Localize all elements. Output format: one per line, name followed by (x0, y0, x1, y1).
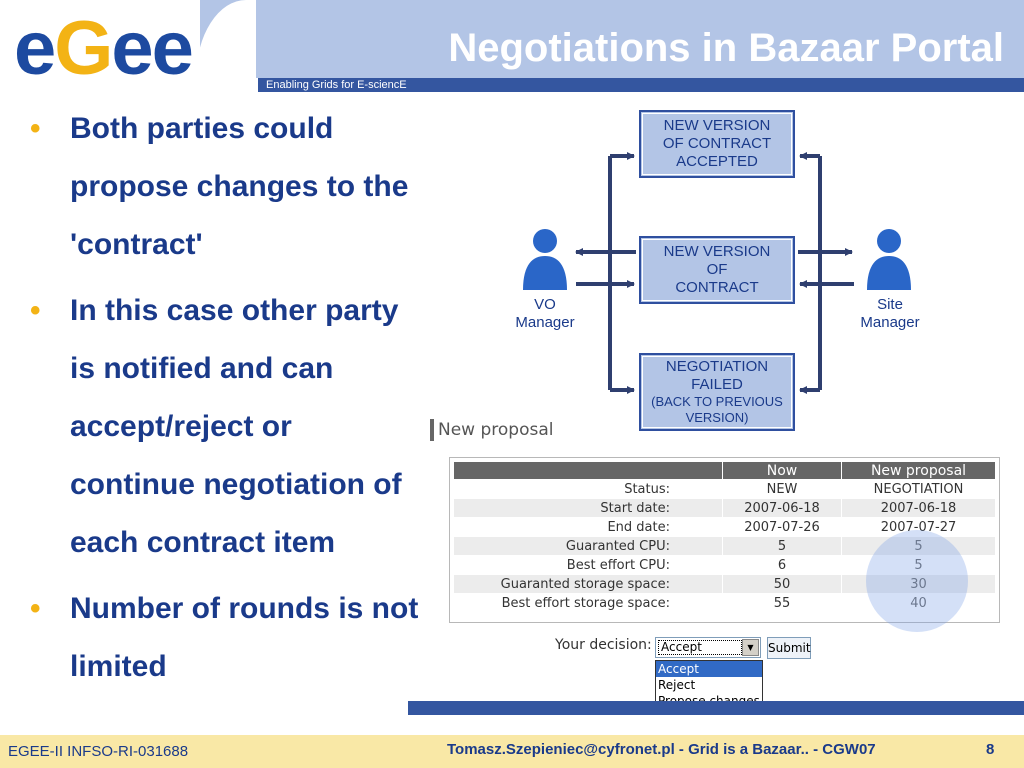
bullet-dot-icon: • (30, 294, 41, 327)
column-header (454, 462, 722, 479)
box-line: ACCEPTED (676, 153, 758, 170)
new-value: 5 (842, 537, 995, 555)
box-line: NEGOTIATION (665, 358, 769, 375)
footer-author: Tomasz.Szepieniec@cyfronet.pl - Grid is … (447, 741, 876, 758)
bullet-text: In this case other party is notified and… (70, 294, 402, 559)
now-value: 50 (723, 575, 841, 593)
box-line: OF CONTRACT (662, 135, 772, 152)
row-label: End date: (454, 518, 722, 536)
proposal-table: Now New proposal Status: NEW NEGOTIATION… (453, 461, 996, 613)
dropdown-arrow-icon[interactable]: ▼ (742, 639, 759, 656)
decision-select[interactable]: Accept ▼ (655, 637, 761, 658)
table-row: Start date: 2007-06-18 2007-06-18 (454, 499, 995, 517)
site-manager-person-icon (867, 229, 911, 290)
row-label: Guaranted CPU: (454, 537, 722, 555)
new-value: 2007-06-18 (842, 499, 995, 517)
option-accept[interactable]: Accept (656, 661, 762, 677)
table-row: Best effort storage space: 55 40 (454, 594, 995, 612)
decision-label: Your decision: (555, 637, 652, 653)
submit-button[interactable]: Submit (767, 637, 811, 659)
now-value: 2007-07-26 (723, 518, 841, 536)
box-note: VERSION) (685, 410, 749, 425)
table-header-row: Now New proposal (454, 462, 995, 479)
bullet-dot-icon: • (30, 592, 41, 625)
new-value: NEGOTIATION (842, 480, 995, 498)
slide-footer: EGEE-II INFSO-RI-031688 Tomasz.Szepienie… (0, 735, 1024, 768)
new-value: 40 (842, 594, 995, 612)
logo-part-2: G (54, 6, 113, 91)
egee-logo: eGee (14, 11, 194, 87)
table-row: Guaranted storage space: 50 30 (454, 575, 995, 593)
highlight-circle (866, 530, 968, 632)
box-line: CONTRACT (675, 279, 759, 296)
bullet-list: • Both parties could propose changes to t… (30, 100, 420, 704)
table-row: Status: NEW NEGOTIATION (454, 480, 995, 498)
box-negotiation-failed: NEGOTIATION FAILED (BACK TO PREVIOUS VER… (639, 353, 795, 431)
box-line: OF (706, 261, 728, 278)
site-manager-label: Site Manager (850, 296, 930, 332)
page-number: 8 (986, 741, 995, 758)
row-label: Status: (454, 480, 722, 498)
box-line: NEW VERSION (663, 117, 771, 134)
footer-project-id: EGEE-II INFSO-RI-031688 (8, 743, 189, 760)
column-header-new-proposal: New proposal (842, 462, 995, 479)
bullet-text: Both parties could propose changes to th… (70, 112, 409, 261)
label-line: Manager (515, 314, 575, 331)
bullet-item: • Both parties could propose changes to t… (30, 100, 420, 274)
table-row: Best effort CPU: 6 5 (454, 556, 995, 574)
bullet-item: • In this case other party is notified an… (30, 282, 420, 572)
new-value: 5 (842, 556, 995, 574)
slide-title: Negotiations in Bazaar Portal (448, 26, 1004, 70)
row-label: Best effort storage space: (454, 594, 722, 612)
now-value: 55 (723, 594, 841, 612)
now-value: 5 (723, 537, 841, 555)
diagram-connectors (575, 152, 854, 394)
vo-manager-person-icon (523, 229, 567, 290)
row-label: Guaranted storage space: (454, 575, 722, 593)
tagline-bar: Enabling Grids for E-sciencE (258, 78, 1024, 92)
box-new-version: NEW VERSION OF CONTRACT (639, 236, 795, 304)
tagline: Enabling Grids for E-sciencE (266, 79, 407, 91)
table-row: End date: 2007-07-26 2007-07-27 (454, 518, 995, 536)
now-value: 6 (723, 556, 841, 574)
new-proposal-heading: New proposal (430, 419, 553, 441)
new-value: 2007-07-27 (842, 518, 995, 536)
bottom-bar (408, 701, 1024, 715)
bullet-item: • Number of rounds is not limited (30, 580, 420, 696)
decision-selected-value: Accept (658, 640, 742, 655)
box-line: FAILED (691, 376, 743, 393)
bullet-dot-icon: • (30, 112, 41, 145)
label-line: Manager (860, 314, 920, 331)
vo-manager-label: VO Manager (505, 296, 585, 332)
label-line: VO (534, 296, 556, 313)
table-row: Guaranted CPU: 5 5 (454, 537, 995, 555)
logo-part-1: e (14, 6, 56, 91)
bullet-text: Number of rounds is not limited (70, 592, 419, 683)
row-label: Best effort CPU: (454, 556, 722, 574)
now-value: NEW (723, 480, 841, 498)
label-line: Site (877, 296, 903, 313)
box-note: (BACK TO PREVIOUS (651, 394, 783, 409)
now-value: 2007-06-18 (723, 499, 841, 517)
option-reject[interactable]: Reject (658, 678, 696, 692)
box-contract-accepted: NEW VERSION OF CONTRACT ACCEPTED (639, 110, 795, 178)
row-label: Start date: (454, 499, 722, 517)
slide-header: eGee Negotiations in Bazaar Portal Enabl… (0, 0, 1024, 92)
logo-part-3: ee (111, 6, 194, 91)
column-header-now: Now (723, 462, 841, 479)
box-line: NEW VERSION (663, 243, 771, 260)
proposal-table-container: Now New proposal Status: NEW NEGOTIATION… (449, 457, 1000, 623)
new-value: 30 (842, 575, 995, 593)
header-band (200, 0, 1024, 78)
negotiation-diagram: NEW VERSION OF CONTRACT ACCEPTED NEW VER… (500, 100, 960, 440)
